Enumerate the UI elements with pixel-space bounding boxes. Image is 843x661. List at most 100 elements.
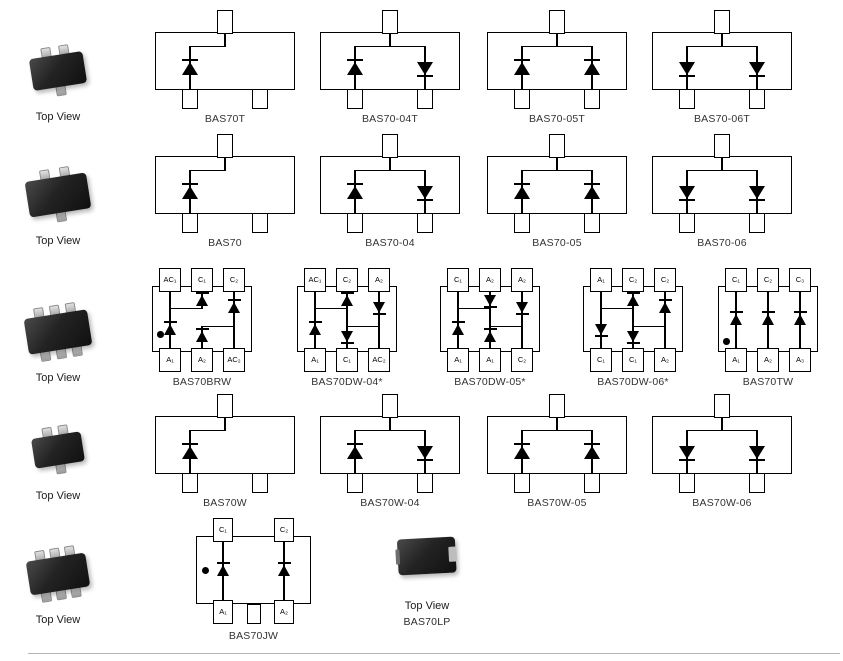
schematic-BAS70W-04: BAS70W-04 xyxy=(320,394,460,534)
wire xyxy=(664,292,666,348)
cathode-bar xyxy=(417,459,433,462)
cathode-bar xyxy=(308,320,322,323)
device-label: BAS70W-06 xyxy=(692,497,752,509)
cathode-bar xyxy=(584,182,600,185)
wire xyxy=(721,157,723,172)
package-body xyxy=(24,172,92,218)
device-label: BAS70-06 xyxy=(697,237,747,249)
schematic-BAS70-06: BAS70-06 xyxy=(652,134,792,274)
diode-up-icon xyxy=(227,301,240,313)
cathode-bar xyxy=(793,310,807,313)
schematic-BAS70W-05: BAS70W-05 xyxy=(487,394,627,534)
cathode-bar xyxy=(340,342,354,345)
diode-down-icon xyxy=(749,185,765,199)
pin-label: A₁ xyxy=(159,348,181,372)
wire xyxy=(457,308,491,310)
cathode-bar xyxy=(347,58,363,61)
wire xyxy=(556,157,558,172)
wire xyxy=(354,170,426,172)
wire xyxy=(457,292,459,348)
cathode-bar xyxy=(761,310,775,313)
wire xyxy=(189,170,226,172)
pin xyxy=(714,10,730,34)
pin-label: A₂ xyxy=(274,600,294,624)
pin-label: C₁ xyxy=(447,268,469,292)
bas70lp-package-photo xyxy=(380,524,474,599)
pin xyxy=(679,88,695,109)
pin xyxy=(182,212,198,233)
diode-down-icon xyxy=(679,61,695,75)
top-view-label: Top View xyxy=(35,235,81,247)
pin xyxy=(514,472,530,493)
package-photo-3 xyxy=(8,294,108,370)
diode-up-icon xyxy=(451,323,464,335)
wire xyxy=(389,157,391,172)
diode-up-icon xyxy=(277,564,290,576)
diode-up-icon xyxy=(182,61,198,75)
wire xyxy=(224,33,226,48)
pin-label: C₁ xyxy=(213,518,233,542)
cathode-bar xyxy=(163,320,177,323)
device-label: BAS70-06T xyxy=(693,113,751,125)
cathode-bar xyxy=(372,313,386,316)
pin xyxy=(252,88,268,109)
wire xyxy=(521,430,593,432)
device-label: BAS70-05 xyxy=(532,237,582,249)
pin xyxy=(347,472,363,493)
pin xyxy=(382,394,398,418)
cathode-bar xyxy=(749,75,765,78)
cathode-bar xyxy=(347,182,363,185)
pin xyxy=(584,472,600,493)
pin xyxy=(246,604,261,624)
cathode-bar xyxy=(182,58,198,61)
cathode-bar xyxy=(514,58,530,61)
cathode-bar xyxy=(626,291,640,294)
cathode-bar xyxy=(182,442,198,445)
cathode-bar xyxy=(594,335,608,338)
top-view-label: Top View xyxy=(35,111,81,123)
diode-up-icon xyxy=(347,445,363,459)
pin xyxy=(749,88,765,109)
wire xyxy=(686,430,758,432)
package-outline xyxy=(196,536,311,604)
wire xyxy=(600,308,634,310)
pin xyxy=(217,394,233,418)
wire xyxy=(346,292,348,348)
diode-down-icon xyxy=(749,445,765,459)
diode-up-icon xyxy=(626,294,639,306)
pin xyxy=(549,10,565,34)
diode-up-icon xyxy=(584,185,600,199)
pin-label: A₂ xyxy=(757,348,779,372)
pin xyxy=(417,212,433,233)
cathode-bar xyxy=(347,442,363,445)
pin xyxy=(514,88,530,109)
package-photo-1 xyxy=(8,33,108,109)
wire xyxy=(489,292,491,348)
schematic-BAS70-06T: BAS70-06T xyxy=(652,10,792,150)
cathode-bar xyxy=(216,561,230,564)
device-label: BAS70DW-04* xyxy=(311,376,383,388)
pin-label: A₁ xyxy=(304,348,326,372)
cathode-bar xyxy=(227,298,241,301)
wire xyxy=(189,430,226,432)
device-label: BAS70LP xyxy=(403,616,451,628)
wire xyxy=(521,170,593,172)
pin-label: A₂ xyxy=(191,348,213,372)
pin-label: C₂ xyxy=(274,518,294,542)
diode-down-icon xyxy=(340,330,353,342)
package-body xyxy=(28,50,88,92)
cathode-bar xyxy=(483,306,497,309)
wire xyxy=(224,417,226,432)
pin xyxy=(584,88,600,109)
wire xyxy=(224,157,226,172)
cathode-bar xyxy=(626,342,640,345)
cathode-bar xyxy=(514,442,530,445)
pin xyxy=(417,472,433,493)
pin xyxy=(749,472,765,493)
cathode-bar xyxy=(584,58,600,61)
wire xyxy=(521,46,593,48)
